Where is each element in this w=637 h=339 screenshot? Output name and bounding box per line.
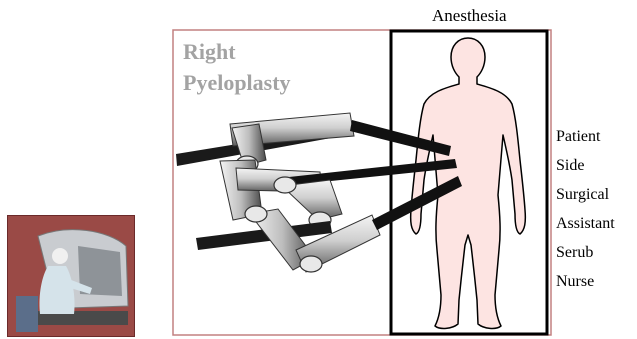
side-label-3: Surgical [556, 187, 615, 216]
assistant-side-labels: Patient Side Surgical Assistant Serub Nu… [556, 129, 615, 303]
side-label-1: Patient [556, 129, 615, 158]
surgeon-console-photo [7, 215, 135, 337]
procedure-title: Right Pyeloplasty [183, 36, 291, 98]
surgeon-console-illustration [8, 216, 134, 336]
title-line-2: Pyeloplasty [183, 67, 291, 98]
side-label-4: Assistant [556, 216, 615, 245]
anesthesia-label: Anesthesia [432, 6, 507, 26]
side-label-2: Side [556, 158, 615, 187]
side-label-6: Nurse [556, 274, 615, 303]
title-line-1: Right [183, 36, 291, 67]
side-label-5: Serub [556, 245, 615, 274]
